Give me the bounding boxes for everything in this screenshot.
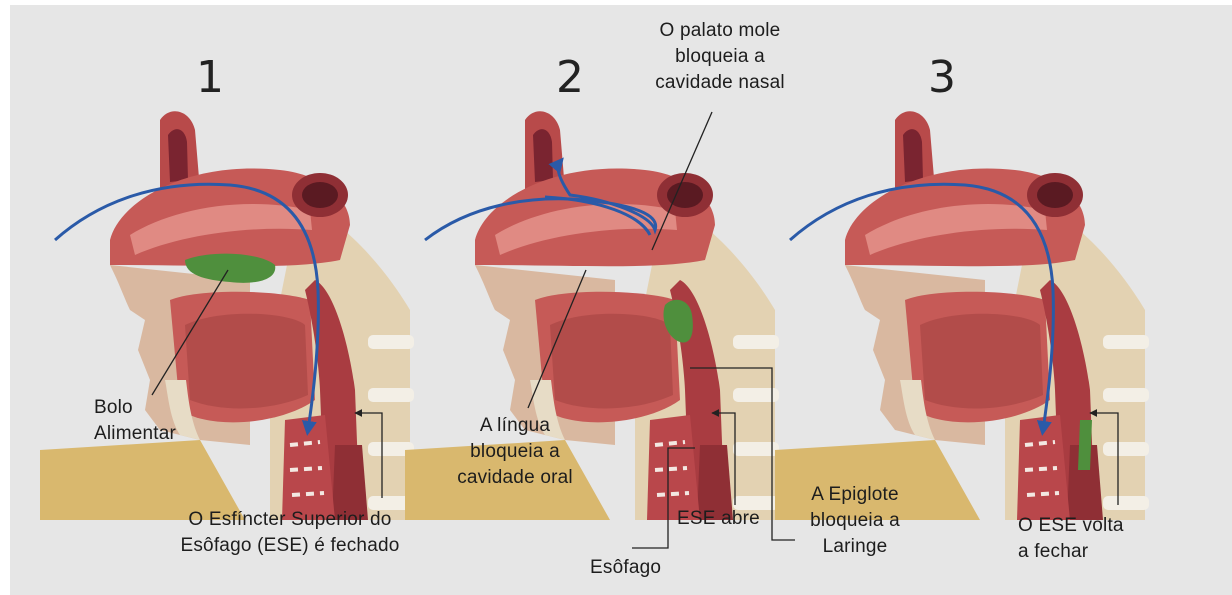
bolus-panel-3 bbox=[1078, 420, 1092, 470]
label-ese-fechado: O Esfíncter Superior do Esôfago (ESE) é … bbox=[160, 507, 420, 559]
label-palato-mole: O palato mole bloqueia a cavidade nasal bbox=[630, 18, 810, 96]
panel-1-head bbox=[40, 111, 414, 520]
label-epiglote: A Epiglote bloqueia a Laringe bbox=[790, 482, 920, 560]
label-bolo-alimentar: Bolo Alimentar bbox=[94, 395, 176, 447]
label-ese-volta: O ESE volta a fechar bbox=[1018, 513, 1124, 565]
panel-number-1: 1 bbox=[196, 52, 224, 103]
panel-number-2: 2 bbox=[556, 52, 584, 103]
panel-3-head bbox=[775, 111, 1149, 520]
panel-number-3: 3 bbox=[928, 52, 956, 103]
label-lingua-bloqueia: A língua bloqueia a cavidade oral bbox=[430, 413, 600, 491]
label-ese-abre: ESE abre bbox=[677, 506, 760, 532]
label-esofago: Esôfago bbox=[590, 555, 661, 581]
